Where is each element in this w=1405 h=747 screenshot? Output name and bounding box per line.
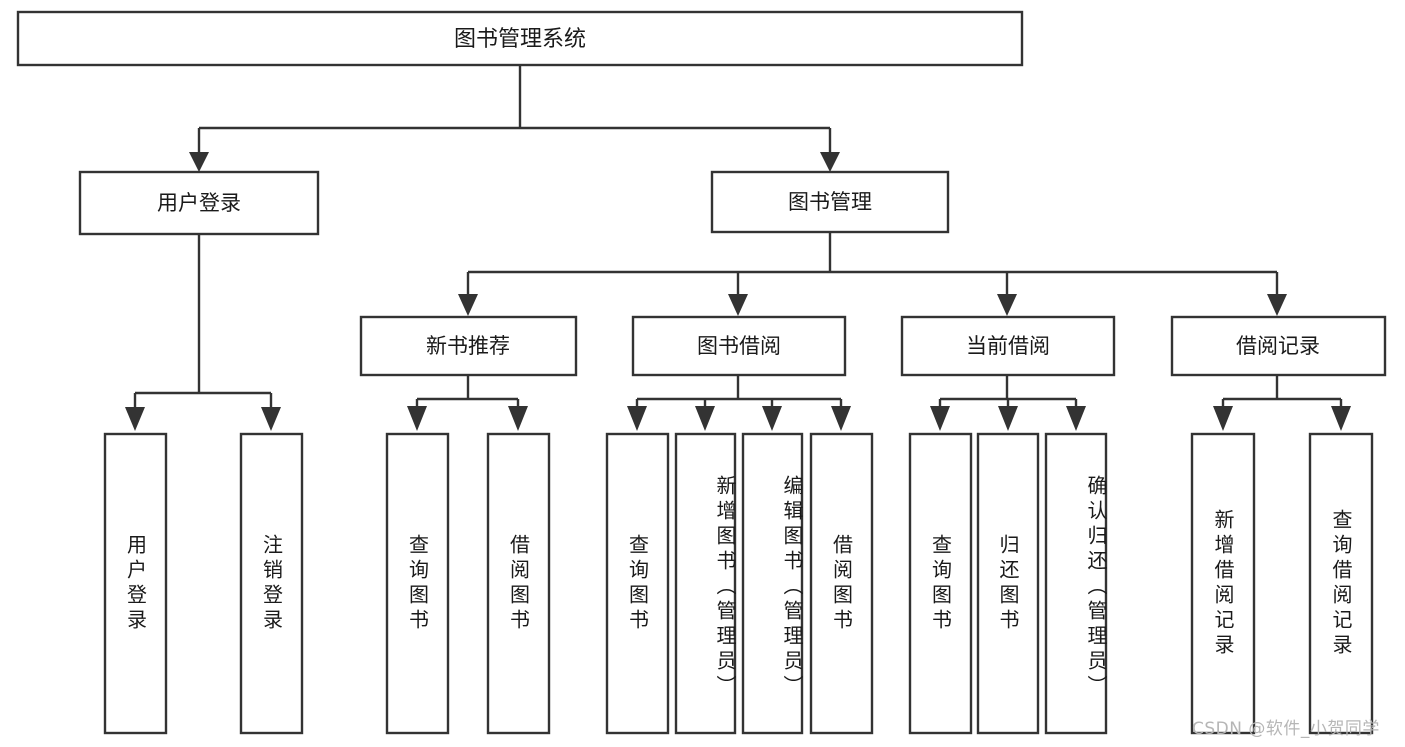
node-root[interactable]: 图书管理系统 (16, 10, 1024, 67)
arrowhead-leaf-2 (407, 406, 427, 431)
arrowhead-leaf-8 (930, 406, 950, 431)
arrowhead-newbook (458, 294, 478, 316)
arrowhead-leaf-10 (1066, 406, 1086, 431)
leaf-box-3[interactable] (486, 432, 551, 735)
node-book-borrow[interactable]: 图书借阅 (631, 315, 847, 377)
node-user-login[interactable]: 用户登录 (78, 170, 320, 236)
node-current-borrow[interactable]: 当前借阅 (900, 315, 1116, 377)
leaf-box-10[interactable] (1044, 432, 1108, 735)
node-borrow-record[interactable]: 借阅记录 (1170, 315, 1387, 377)
node-borrow-record-label: 借阅记录 (1236, 334, 1320, 358)
node-book-borrow-label: 图书借阅 (697, 334, 781, 358)
arrowhead-borrow (728, 294, 748, 316)
leaf-box-12[interactable] (1308, 432, 1374, 735)
leaf-box-6[interactable] (741, 432, 804, 735)
arrowhead-book-mgmt (820, 152, 840, 172)
csdn-watermark: CSDN @软件_小贺同学 (1192, 719, 1380, 739)
leaf-box-4[interactable] (605, 432, 670, 735)
leaf-box-0[interactable] (103, 432, 168, 735)
arrowhead-leaf-9 (998, 406, 1018, 431)
node-user-login-label: 用户登录 (157, 191, 241, 215)
arrowhead-leaf-11 (1213, 406, 1233, 431)
node-book-management-label: 图书管理 (788, 190, 872, 214)
leaf-box-2[interactable] (385, 432, 450, 735)
arrowhead-leaf-3 (508, 406, 528, 431)
arrowhead-record (1267, 294, 1287, 316)
arrowhead-leaf-1 (261, 407, 281, 431)
node-root-label: 图书管理系统 (454, 27, 586, 52)
leaf-box-9[interactable] (976, 432, 1040, 735)
arrowhead-user-login (189, 152, 209, 172)
leaf-box-7[interactable] (809, 432, 874, 735)
node-current-borrow-label: 当前借阅 (966, 334, 1050, 358)
node-new-book-recommend-label: 新书推荐 (426, 334, 510, 358)
leaf-box-11[interactable] (1190, 432, 1256, 735)
arrowhead-leaf-12 (1331, 406, 1351, 431)
arrowhead-leaf-7 (831, 406, 851, 431)
leaf-box-5[interactable] (674, 432, 737, 735)
leaf-box-8[interactable] (908, 432, 973, 735)
node-new-book-recommend[interactable]: 新书推荐 (359, 315, 578, 377)
arrowhead-leaf-5 (695, 406, 715, 431)
arrowhead-leaf-6 (762, 406, 782, 431)
arrowhead-current (997, 294, 1017, 316)
leaf-box-1[interactable] (239, 432, 304, 735)
arrowhead-leaf-4 (627, 406, 647, 431)
arrowhead-leaf-0 (125, 407, 145, 431)
node-book-management[interactable]: 图书管理 (710, 170, 950, 234)
